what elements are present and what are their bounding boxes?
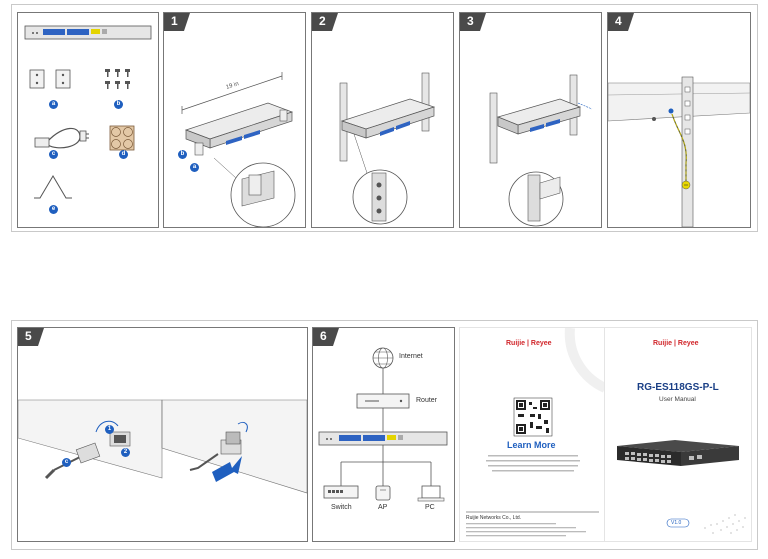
step-5-panel: 5 1 2 c: [17, 327, 308, 542]
step-6-number: 6: [320, 329, 327, 343]
step-3-panel: 3: [459, 12, 602, 228]
step-1-label-b: b: [178, 150, 187, 159]
front-cover-graphics: [617, 440, 746, 534]
step-2-number: 2: [319, 14, 326, 28]
product-model: RG-ES118GS-P-L: [637, 382, 719, 393]
step-2-panel: 2: [311, 12, 454, 228]
step-6-illustration: [318, 347, 448, 502]
step-5-callout-2: 2: [121, 448, 130, 457]
step-4-number: 4: [615, 14, 622, 28]
part-label-b: b: [114, 100, 123, 109]
step-4-illustration: [608, 76, 750, 227]
switch-label: Switch: [331, 504, 352, 511]
step-1-illustration: [181, 72, 296, 227]
version-badge: V1.0: [671, 520, 682, 526]
company-name: Ruijie Networks Co., Ltd.: [466, 515, 522, 521]
parts-illustration: [24, 25, 152, 199]
ap-label: AP: [378, 504, 388, 511]
step-1-panel: 1 19 in b a: [163, 12, 306, 228]
part-label-a: a: [49, 100, 58, 109]
step-1-badge: 1: [164, 13, 190, 31]
part-label-c: c: [49, 150, 58, 159]
pc-label: PC: [425, 504, 435, 511]
step-2-illustration: [339, 72, 436, 225]
back-cover-graphics: [466, 328, 605, 537]
step-3-number: 3: [467, 14, 474, 28]
step-3-badge: 3: [460, 13, 486, 31]
step-5-illustration: [18, 399, 307, 494]
front-cover-panel: Ruijie | Reyee RG-ES118GS-P-L User Manua…: [604, 327, 752, 542]
back-cover-panel: Ruijie | Reyee Learn More Ruijie Network…: [459, 327, 606, 542]
part-label-d: d: [119, 150, 128, 159]
internet-label: Internet: [399, 353, 423, 360]
step-5-callout-1: 1: [105, 425, 114, 434]
step-1-number: 1: [171, 14, 178, 28]
step-2-badge: 2: [312, 13, 338, 31]
learn-more-heading: Learn More: [507, 440, 556, 450]
step-5-label-c: c: [62, 458, 71, 467]
step-3-illustration: [489, 74, 593, 227]
step-6-badge: 6: [313, 328, 339, 346]
step-5-badge: 5: [18, 328, 44, 346]
step-4-panel: 4: [607, 12, 751, 228]
back-cover-logo: Ruijie | Reyee: [506, 340, 552, 347]
part-label-e: e: [49, 205, 58, 214]
router-label: Router: [416, 397, 438, 404]
front-cover-logo: Ruijie | Reyee: [653, 340, 699, 347]
step-6-panel: 6 Internet Router Switch AP PC: [312, 327, 455, 542]
step-4-badge: 4: [608, 13, 634, 31]
step-1-label-a: a: [190, 163, 199, 172]
document-type: User Manual: [659, 396, 696, 403]
parts-panel: a b c d e: [17, 12, 159, 228]
step-5-number: 5: [25, 329, 32, 343]
